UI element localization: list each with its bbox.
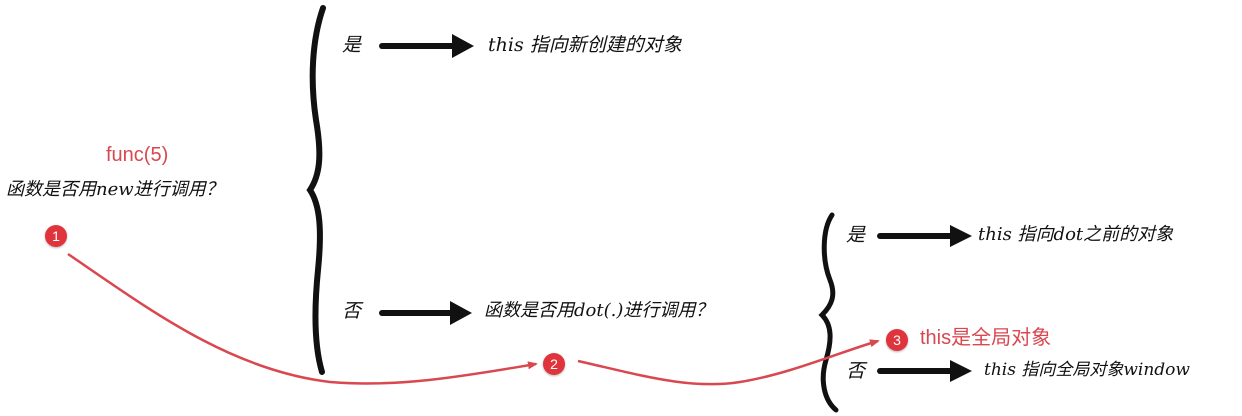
arrow-dot-yes	[877, 225, 972, 247]
step-path-1-to-2	[67, 252, 538, 385]
brace-dot-question	[818, 212, 839, 413]
label-dot-no: 否	[846, 360, 866, 382]
result-dot-no: this 指向全局对象window	[984, 360, 1190, 380]
arrow-new-no	[379, 301, 472, 325]
step-badge-2: 2	[543, 353, 565, 375]
arrow-dot-no	[877, 360, 972, 382]
result-dot-yes: this 指向dot之前的对象	[978, 224, 1174, 245]
question-new: 函数是否用new进行调用？	[6, 179, 224, 200]
label-dot-yes: 是	[846, 224, 866, 246]
arrow-new-yes	[379, 34, 474, 58]
result-new-yes: this 指向新创建的对象	[488, 34, 682, 56]
brace-new-question	[306, 5, 326, 375]
step-badge-1: 1	[45, 225, 67, 247]
step-badge-3: 3	[886, 329, 908, 351]
step-3-annotation: this是全局对象	[920, 327, 1052, 349]
func-call-annotation: func(5)	[106, 144, 169, 166]
question-dot: 函数是否用dot(.)进行调用？	[484, 300, 714, 321]
label-new-no: 否	[342, 300, 362, 322]
label-new-yes: 是	[342, 34, 362, 56]
step-path-2-to-3	[577, 339, 880, 386]
